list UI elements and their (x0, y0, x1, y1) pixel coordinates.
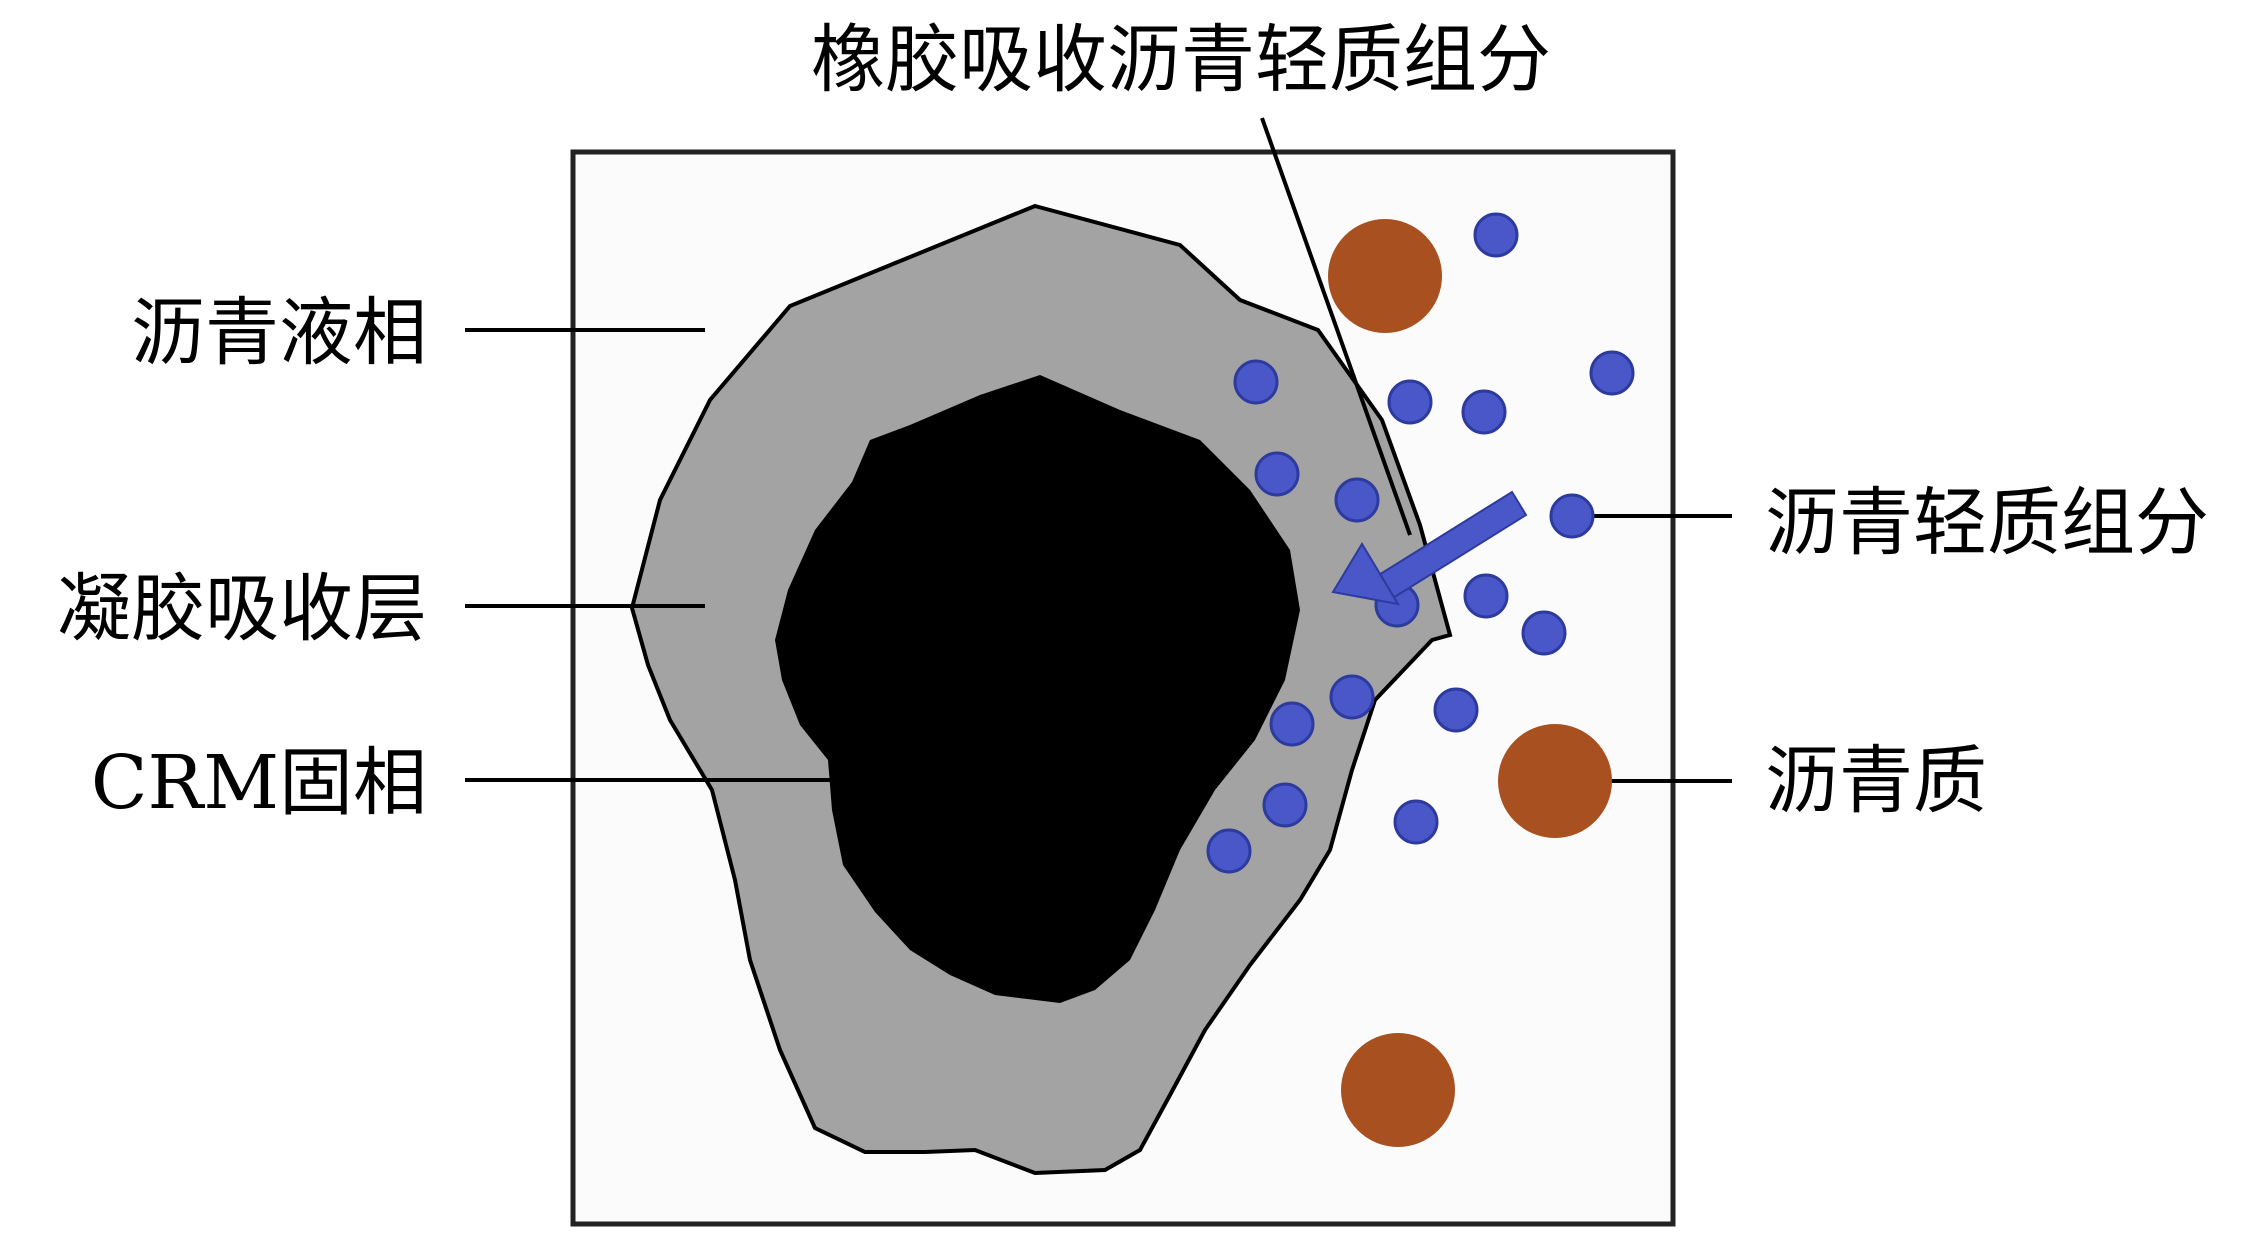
light-component-dot (1433, 687, 1479, 733)
light-component-dot (1262, 782, 1308, 828)
light-component-dot (1269, 701, 1315, 747)
light-component-dot (1334, 477, 1380, 523)
light-component-dot (1206, 828, 1252, 874)
label-rubber-absorbs-light-components: 橡胶吸收沥青轻质组分 (811, 17, 1551, 103)
crm-solid-core (775, 375, 1300, 1003)
asphaltene-particle (1498, 724, 1612, 838)
leader-line-top-label (1260, 117, 1412, 536)
light-component-dot (1461, 389, 1507, 435)
label-crm-solid-phase: CRM固相 (91, 740, 427, 826)
light-component-dots (1206, 212, 1635, 874)
light-component-dot (1521, 610, 1567, 656)
light-component-dot (1589, 350, 1635, 396)
light-component-dot (1233, 359, 1279, 405)
light-component-dot (1473, 212, 1519, 258)
absorption-arrow-icon (1331, 490, 1528, 606)
light-component-dot (1463, 573, 1509, 619)
label-gel-absorption-layer: 凝胶吸收层 (57, 566, 427, 652)
asphaltene-particle (1341, 1033, 1455, 1147)
light-component-dot (1329, 674, 1375, 720)
light-component-dot (1549, 493, 1595, 539)
light-component-dot (1387, 379, 1433, 425)
light-component-dot (1393, 799, 1439, 845)
asphaltene-particle (1328, 219, 1442, 333)
label-asphalt-liquid-phase: 沥青液相 (131, 290, 427, 376)
label-asphaltene: 沥青质 (1765, 738, 1987, 824)
label-asphalt-light-components: 沥青轻质组分 (1765, 480, 2209, 566)
light-component-dot (1254, 451, 1300, 497)
